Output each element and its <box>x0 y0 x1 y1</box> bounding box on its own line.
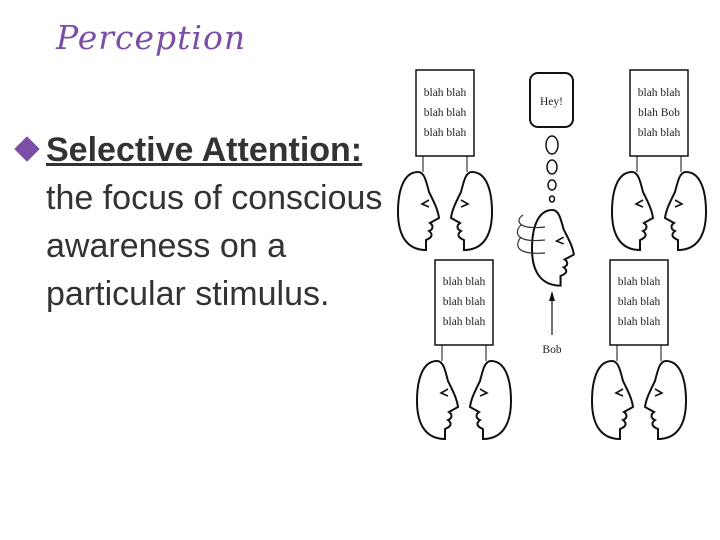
svg-text:blah Bob: blah Bob <box>638 107 680 119</box>
bullet-text: Selective Attention: the focus of consci… <box>14 126 386 318</box>
svg-text:blah blah: blah blah <box>638 127 681 139</box>
bullet-term: Selective Attention: <box>46 131 363 169</box>
svg-text:blah blah: blah blah <box>424 107 467 119</box>
head-icon <box>664 171 707 251</box>
svg-text:blah blah: blah blah <box>443 276 486 288</box>
conversation-group-top-right: blah blah blah Bob blah blah <box>611 69 707 251</box>
bullet-definition: the focus of conscious awareness on a pa… <box>46 179 383 313</box>
svg-text:blah blah: blah blah <box>618 296 661 308</box>
svg-text:blah blah: blah blah <box>424 87 467 99</box>
conversation-group-bottom-right: blah blah blah blah blah blah <box>591 259 687 440</box>
conversation-group-top-left: blah blah blah blah blah blah <box>397 69 493 251</box>
head-icon <box>450 171 493 251</box>
slide-title: Perception <box>56 18 247 57</box>
conversation-group-bottom-left: blah blah blah blah blah blah <box>416 259 512 440</box>
bob-label: Bob <box>542 344 561 356</box>
svg-text:blah blah: blah blah <box>443 316 486 328</box>
head-icon <box>469 360 512 440</box>
svg-text:blah blah: blah blah <box>618 276 661 288</box>
svg-text:blah blah: blah blah <box>638 87 681 99</box>
svg-text:blah blah: blah blah <box>618 316 661 328</box>
head-icon <box>416 360 459 440</box>
head-icon <box>530 208 575 287</box>
listener-bob: Hey! Bob <box>516 72 575 356</box>
head-icon <box>397 171 440 251</box>
thought-text: Hey! <box>540 96 563 108</box>
svg-text:blah blah: blah blah <box>424 127 467 139</box>
cocktail-party-figure: blah blah blah blah blah blah blah blah … <box>397 69 707 440</box>
head-icon <box>591 360 634 440</box>
head-icon <box>611 171 654 251</box>
svg-text:blah blah: blah blah <box>443 296 486 308</box>
head-icon <box>644 360 687 440</box>
diamond-bullet-icon <box>14 136 40 162</box>
